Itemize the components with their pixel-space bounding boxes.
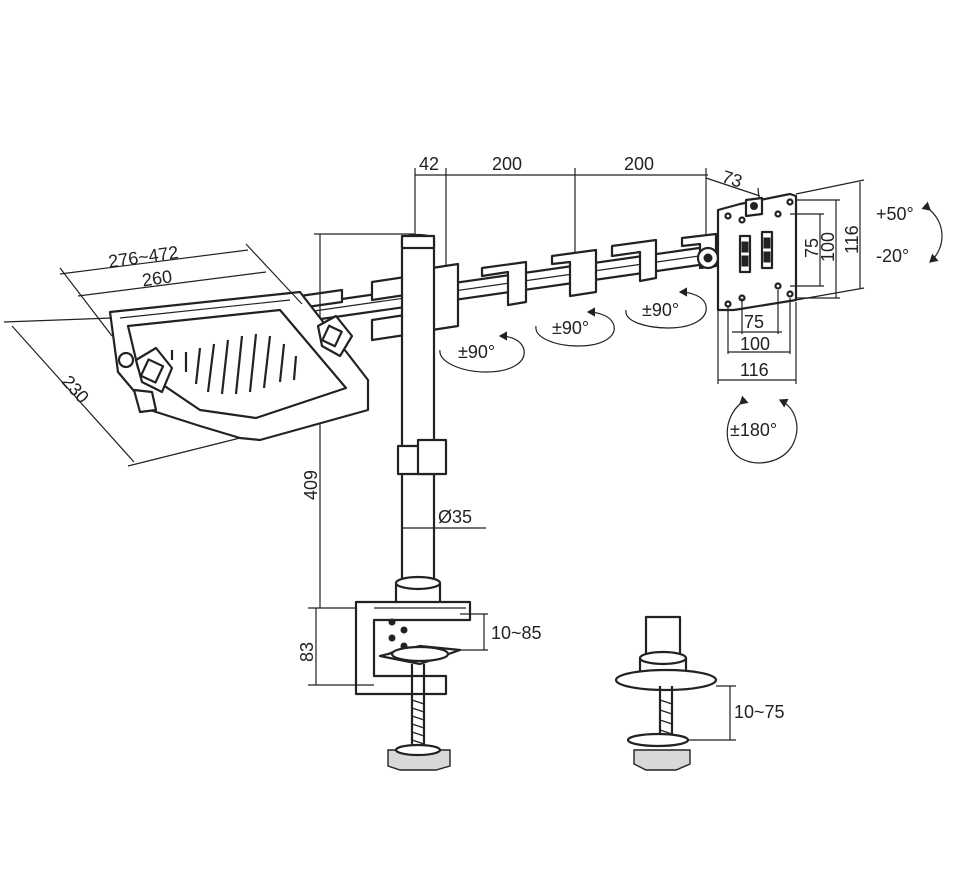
rotation-arrow-joint-1	[439, 331, 525, 373]
tray-depth-dimension	[3, 317, 241, 467]
clamp-range-dimension	[460, 613, 488, 651]
arm-assembly	[298, 232, 722, 342]
dim-10-85-label: 10~85	[491, 623, 542, 643]
dim-260-label: 260	[141, 266, 174, 290]
rotation-arrow-joint-2	[535, 307, 615, 347]
dim-vertical-75-label: 75	[802, 238, 822, 258]
laptop-tray	[108, 290, 370, 442]
rotation-arrow-joint-3	[625, 287, 707, 329]
tilt-up-label: +50°	[876, 204, 914, 224]
vesa-horizontal-dimensions	[717, 290, 797, 384]
dim-200-second-label: 200	[624, 154, 654, 174]
grommet-range-dimension	[688, 685, 736, 741]
dim-diameter-label: Ø35	[438, 507, 472, 527]
tray-vent-slots	[170, 333, 298, 395]
dim-409-label: 409	[301, 470, 321, 500]
tray-width-dimension	[77, 271, 267, 297]
vesa-plate	[716, 192, 798, 312]
dim-10-75-label: 10~75	[734, 702, 785, 722]
tilt-arrow	[921, 201, 943, 263]
c-clamp	[354, 600, 472, 771]
dim-73-label: 73	[720, 166, 745, 191]
dim-horizontal-100-label: 100	[740, 334, 770, 354]
grommet-mount	[614, 615, 718, 771]
dim-vertical-100-label: 100	[818, 232, 838, 262]
rotation-joint-1-label: ±90°	[458, 342, 495, 362]
dim-42-label: 42	[419, 154, 439, 174]
rotate-label: ±180°	[730, 420, 777, 440]
tilt-down-label: -20°	[876, 246, 909, 266]
rotation-joint-3-label: ±90°	[642, 300, 679, 320]
vesa-vertical-dimensions	[790, 179, 865, 301]
dim-horizontal-116-label: 116	[740, 360, 769, 380]
rotate-arrow	[726, 395, 798, 464]
top-dimension-line	[414, 168, 761, 265]
rotation-joint-2-label: ±90°	[552, 318, 589, 338]
dim-230-label: 230	[58, 371, 93, 407]
dim-vertical-116-label: 116	[842, 225, 862, 254]
dim-200-first-label: 200	[492, 154, 522, 174]
tray-width-range-dimension	[59, 243, 303, 337]
dim-83-label: 83	[297, 642, 317, 662]
clamp-height-dimension	[308, 608, 374, 686]
dim-horizontal-75-label: 75	[744, 312, 764, 332]
